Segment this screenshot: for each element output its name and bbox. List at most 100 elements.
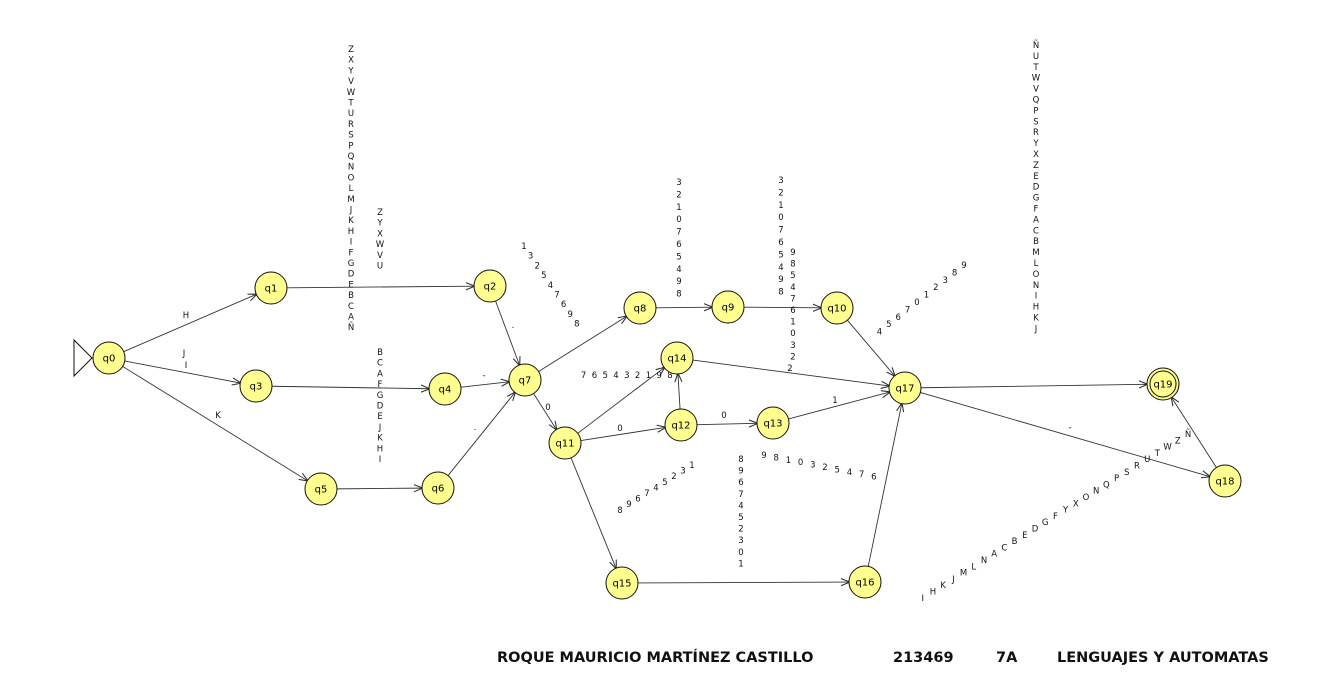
state-q6[interactable]: q6: [421, 471, 455, 505]
state-label-q17: q17: [895, 384, 914, 395]
state-circle-q8: [623, 291, 657, 325]
transition-q6-q7: [447, 392, 515, 476]
transition-q9-q10: [743, 307, 821, 308]
state-q4[interactable]: q4: [428, 372, 462, 406]
state-circle-q2: [473, 269, 507, 303]
state-label-q15: q15: [612, 579, 631, 590]
transition-label-q0-q1: H: [183, 311, 189, 321]
transition-q13-q17: [788, 392, 889, 420]
state-q1[interactable]: q1: [254, 271, 288, 305]
state-q3[interactable]: q3: [239, 369, 273, 403]
transition-q14-q17: [692, 359, 889, 386]
state-q16[interactable]: q16: [848, 565, 882, 599]
transition-label-q2-q7: .: [512, 321, 515, 331]
state-label-q0: q0: [103, 354, 116, 365]
transition-q5-q6: [336, 488, 422, 489]
state-q18[interactable]: q18: [1208, 464, 1242, 498]
state-circle-q1: [254, 271, 288, 305]
state-label-q4: q4: [439, 385, 452, 396]
transition-q18-q19: [1172, 397, 1217, 468]
state-circle-q13: [756, 406, 790, 440]
transition-label-q12-q14: 891234567: [581, 371, 673, 381]
state-circle-q3: [239, 369, 273, 403]
transition-q15-q16: [637, 582, 849, 583]
state-circle-q0: [92, 341, 126, 375]
transition-q0-q5: [122, 366, 308, 480]
transition-q12-q14: [678, 374, 680, 410]
state-label-q6: q6: [432, 484, 445, 495]
state-circle-q5: [304, 472, 338, 506]
state-label-q19: q19: [1153, 380, 1172, 391]
state-q17[interactable]: q17: [888, 371, 922, 405]
transition-label-q12-q13: 0: [721, 411, 726, 421]
state-q0[interactable]: q0: [92, 341, 126, 375]
state-circle-q11: [548, 426, 582, 460]
state-label-q16: q16: [855, 578, 874, 589]
transition-label-q0-q3: JI: [182, 349, 188, 371]
transition-label-q7-q11: 0: [545, 403, 550, 413]
state-circle-q4: [428, 372, 462, 406]
state-q9[interactable]: q9: [711, 290, 745, 324]
state-label-q18: q18: [1215, 477, 1234, 488]
state-circle-q15: [605, 566, 639, 600]
state-circle-q17: [888, 371, 922, 405]
transition-q4-q7: [460, 382, 509, 388]
state-circle-q9: [711, 290, 745, 324]
state-label-q3: q3: [250, 382, 263, 393]
state-q13[interactable]: q13: [756, 406, 790, 440]
transition-q10-q17: [847, 319, 894, 376]
state-label-q11: q11: [555, 439, 574, 450]
state-label-q5: q5: [315, 485, 328, 496]
transition-q1-q2: [286, 286, 474, 288]
transition-q17-q19: [920, 384, 1147, 388]
state-label-q14: q14: [667, 354, 686, 365]
student-id: 213469: [893, 650, 954, 666]
state-q19[interactable]: q19: [1146, 367, 1180, 401]
transition-label-q6-q7: .: [474, 423, 477, 433]
transition-q0-q3: [124, 360, 241, 383]
state-q2[interactable]: q2: [473, 269, 507, 303]
state-label-q13: q13: [763, 419, 782, 430]
state-circle-q18: [1208, 464, 1242, 498]
transition-label-q13-q17: 1: [832, 396, 837, 406]
state-q7[interactable]: q7: [508, 363, 542, 397]
transition-q11-q15: [570, 457, 616, 568]
transition-q7-q11: [533, 393, 557, 430]
state-circle-q7: [508, 363, 542, 397]
final-ring-q19: [1149, 370, 1177, 398]
transition-label-q0-q5: K: [215, 411, 221, 421]
state-label-q10: q10: [827, 304, 846, 315]
state-circle-q16: [848, 565, 882, 599]
state-q5[interactable]: q5: [304, 472, 338, 506]
author-name: ROQUE MAURICIO MARTÍNEZ CASTILLO: [497, 650, 814, 666]
transition-q16-q17: [867, 404, 902, 567]
state-label-q2: q2: [484, 282, 497, 293]
state-q12[interactable]: q12: [664, 408, 698, 442]
state-q15[interactable]: q15: [605, 566, 639, 600]
transition-q11-q14: [577, 368, 665, 434]
state-q11[interactable]: q11: [548, 426, 582, 460]
state-circle-q10: [820, 291, 854, 325]
state-circle-q14: [660, 341, 694, 375]
initial-state-marker: [73, 338, 93, 378]
state-q8[interactable]: q8: [623, 291, 657, 325]
footer: ROQUE MAURICIO MARTÍNEZ CASTILLO 213469 …: [0, 650, 1328, 674]
state-q14[interactable]: q14: [660, 341, 694, 375]
group: 7A: [996, 650, 1018, 666]
transition-q3-q4: [271, 386, 429, 388]
state-circle-q12: [664, 408, 698, 442]
state-q10[interactable]: q10: [820, 291, 854, 325]
transition-q11-q12: [580, 427, 665, 441]
transition-q7-q8: [538, 316, 627, 372]
state-label-q8: q8: [634, 304, 647, 315]
